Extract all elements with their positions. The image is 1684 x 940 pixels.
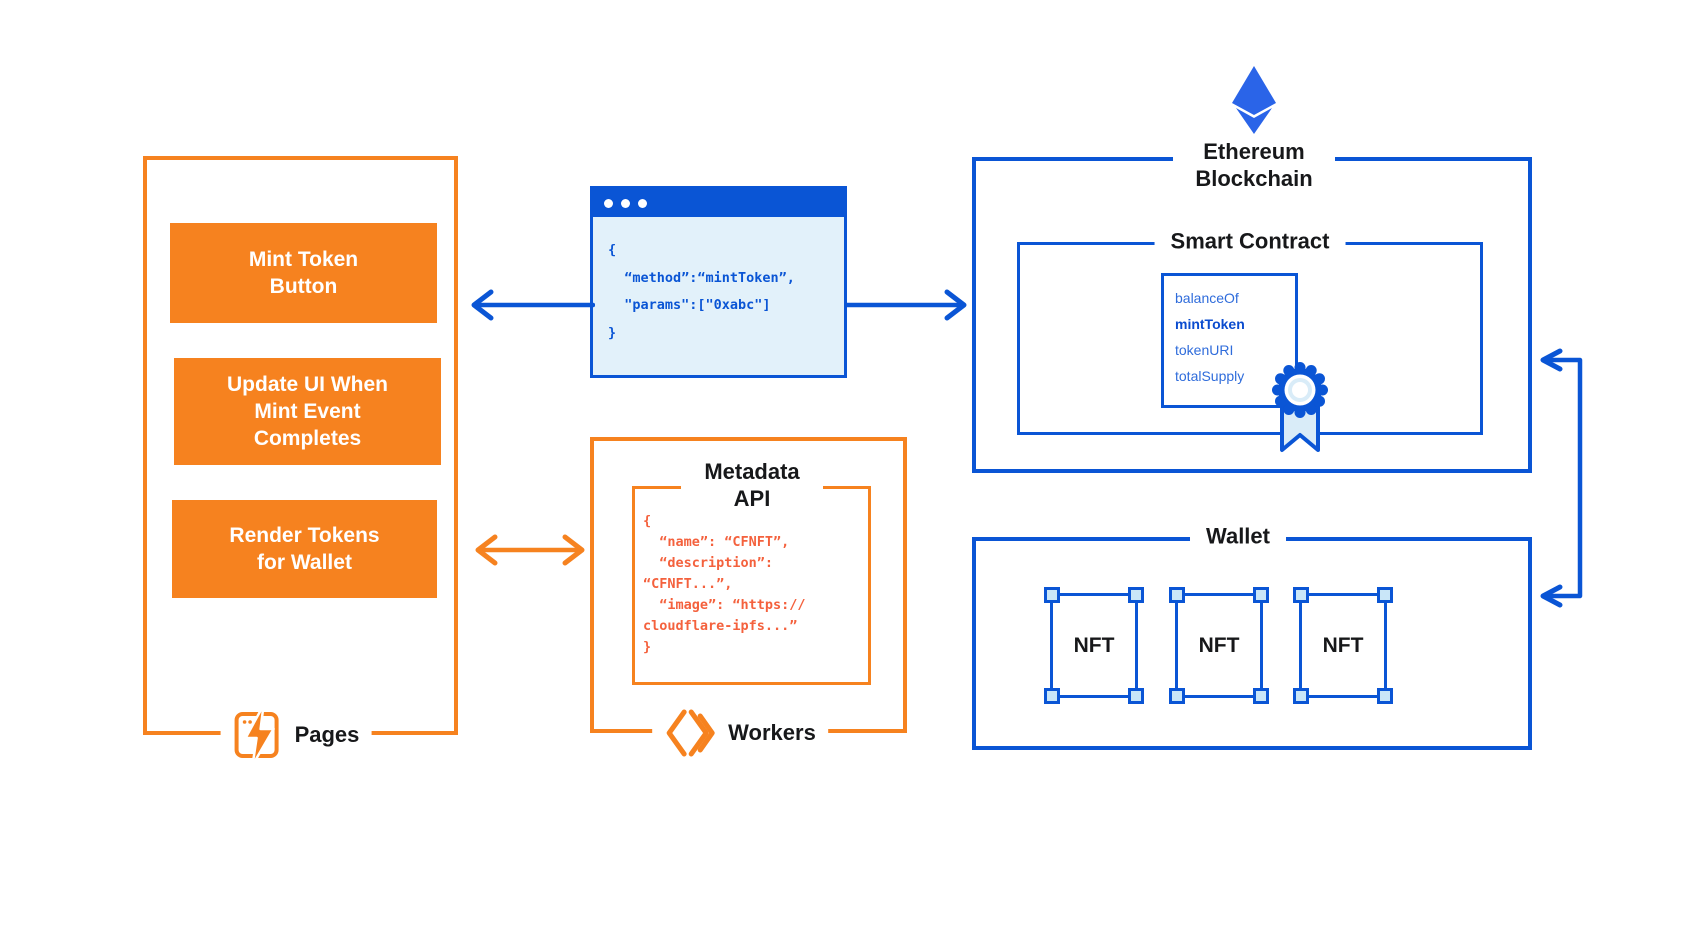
nft-tile-1: NFT <box>1044 587 1144 704</box>
rpc-code: { “method”:“mintToken”, "params":["0xabc… <box>608 242 795 342</box>
mint-token-button-label: Mint Token Button <box>248 247 359 298</box>
corner-handle-icon <box>1253 688 1269 704</box>
corner-handle-icon <box>1128 688 1144 704</box>
browser-title-bar <box>593 189 844 217</box>
metadata-code: { “name”: “CFNFT”, “description”: “CFNFT… <box>643 513 806 656</box>
smart-contract-box: balanceOf mintToken tokenURI totalSupply <box>1017 242 1483 435</box>
arrow-ethereum-wallet-bracket-icon <box>1536 348 1592 610</box>
render-tokens-button: Render Tokens for Wallet <box>172 500 437 598</box>
workers-icon <box>664 705 718 761</box>
pages-footer: Pages <box>220 704 372 766</box>
nft-label: NFT <box>1073 633 1115 657</box>
fn-minttoken: mintToken <box>1175 316 1245 332</box>
arrow-pages-workers-icon <box>468 532 592 568</box>
ethereum-icon <box>1232 66 1276 136</box>
render-tokens-button-label: Render Tokens for Wallet <box>229 523 380 574</box>
nft-label: NFT <box>1198 633 1240 657</box>
corner-handle-icon <box>1044 587 1060 603</box>
update-ui-button-label: Update UI When Mint Event Completes <box>227 372 388 451</box>
arrow-browser-to-pages-icon <box>465 287 595 323</box>
wallet-title: Wallet <box>1190 521 1286 553</box>
fn-tokenuri: tokenURI <box>1175 342 1234 358</box>
corner-handle-icon <box>1044 688 1060 704</box>
pages-icon <box>233 704 285 766</box>
mint-token-button: Mint Token Button <box>170 223 437 323</box>
metadata-api-box: { “name”: “CFNFT”, “description”: “CFNFT… <box>632 486 871 685</box>
corner-handle-icon <box>1128 587 1144 603</box>
fn-totalsupply: totalSupply <box>1175 368 1245 384</box>
corner-handle-icon <box>1169 688 1185 704</box>
window-dot-icon <box>638 198 647 208</box>
pages-footer-label: Pages <box>294 722 360 747</box>
arrow-browser-to-ethereum-icon <box>845 287 969 323</box>
nft-tile-3: NFT <box>1293 587 1393 704</box>
metadata-api-title: Metadata API <box>681 457 823 515</box>
fn-balanceof: balanceOf <box>1175 290 1239 306</box>
corner-handle-icon <box>1253 587 1269 603</box>
update-ui-button: Update UI When Mint Event Completes <box>174 358 441 465</box>
corner-handle-icon <box>1293 688 1309 704</box>
certificate-ribbon-icon <box>1262 356 1338 456</box>
nft-tile-2: NFT <box>1169 587 1269 704</box>
corner-handle-icon <box>1293 587 1309 603</box>
window-dot-icon <box>604 198 613 208</box>
window-dot-icon <box>621 198 630 208</box>
smart-contract-title: Smart Contract <box>1154 226 1346 258</box>
workers-footer-label: Workers <box>728 720 816 745</box>
nft-label: NFT <box>1322 633 1364 657</box>
browser-window: { “method”:“mintToken”, "params":["0xabc… <box>590 186 847 378</box>
corner-handle-icon <box>1377 587 1393 603</box>
workers-footer: Workers <box>652 705 828 761</box>
ethereum-title: Ethereum Blockchain <box>1173 137 1335 195</box>
corner-handle-icon <box>1169 587 1185 603</box>
corner-handle-icon <box>1377 688 1393 704</box>
